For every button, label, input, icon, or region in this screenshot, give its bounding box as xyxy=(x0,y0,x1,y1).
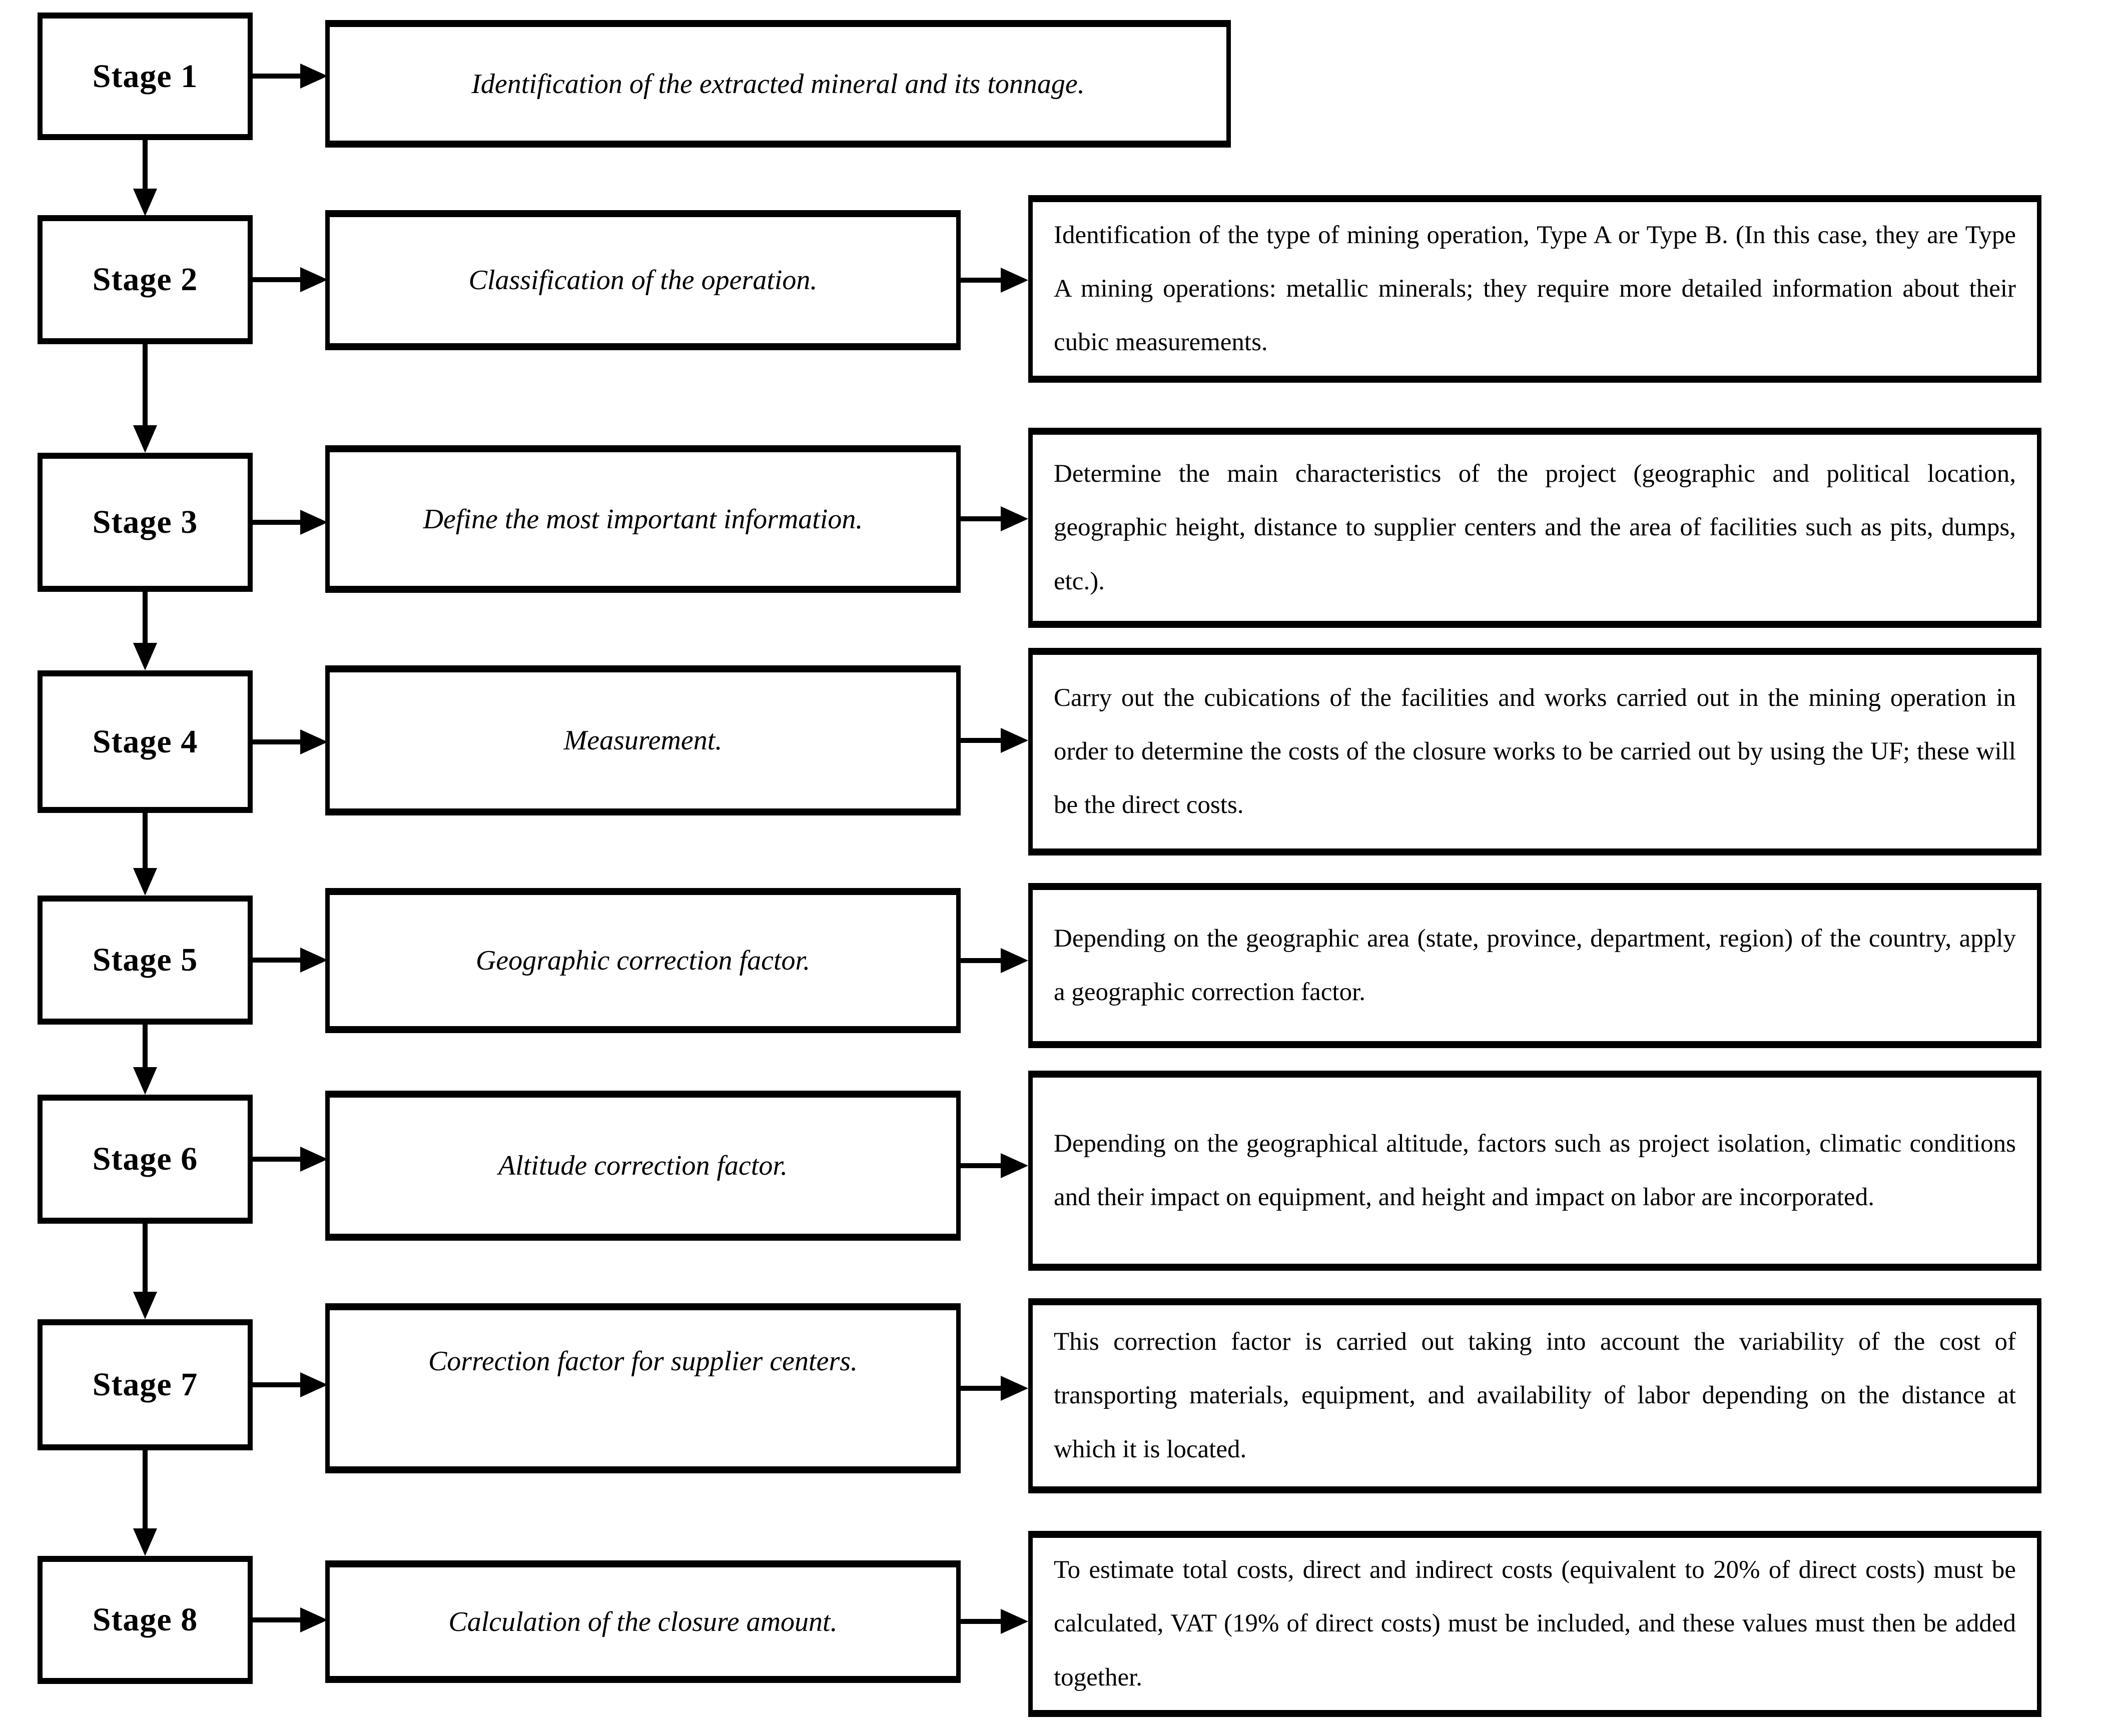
right-arrow-head-icon xyxy=(1001,948,1028,973)
right-arrow-head-icon xyxy=(1001,1376,1028,1401)
right-arrow-head-icon xyxy=(300,510,328,535)
right-arrow-shaft xyxy=(961,958,1003,963)
right-arrow-head-icon xyxy=(1001,506,1028,531)
right-arrow-shaft xyxy=(253,74,303,79)
down-arrow-shaft xyxy=(143,344,148,426)
stage-1-label: Stage 1 xyxy=(92,58,198,95)
stage-3-description-box: Determine the main characteristics of th… xyxy=(1028,428,2041,628)
right-arrow-shaft xyxy=(961,1163,1003,1168)
stage-4-description-box: Carry out the cubications of the facilit… xyxy=(1028,648,2041,855)
down-arrow-head-icon xyxy=(133,1528,157,1556)
stage-5-task-box: Geographic correction factor. xyxy=(325,888,961,1033)
stage-7-task-label: Correction factor for supplier centers. xyxy=(428,1346,858,1377)
stage-7-box: Stage 7 xyxy=(38,1319,253,1450)
stage-2-description: Identification of the type of mining ope… xyxy=(1054,221,2016,357)
down-arrow-head-icon xyxy=(133,868,157,896)
right-arrow-head-icon xyxy=(300,1147,328,1172)
down-arrow-head-icon xyxy=(133,425,157,453)
right-arrow-head-icon xyxy=(1001,1153,1028,1178)
down-arrow-head-icon xyxy=(133,189,157,216)
right-arrow-shaft xyxy=(961,278,1003,283)
stage-6-description-box: Depending on the geographical altitude, … xyxy=(1028,1071,2041,1271)
down-arrow-shaft xyxy=(143,592,148,644)
stage-2-task-label: Classification of the operation. xyxy=(468,265,818,296)
stage-5-task-label: Geographic correction factor. xyxy=(475,945,811,976)
stage-8-box: Stage 8 xyxy=(38,1556,253,1684)
down-arrow-shaft xyxy=(143,1224,148,1293)
right-arrow-shaft xyxy=(253,1617,303,1622)
stage-5-box: Stage 5 xyxy=(38,896,253,1025)
stage-3-description: Determine the main characteristics of th… xyxy=(1054,460,2016,595)
down-arrow-head-icon xyxy=(133,643,157,670)
right-arrow-head-icon xyxy=(300,948,328,973)
right-arrow-shaft xyxy=(253,739,303,744)
down-arrow-shaft xyxy=(143,1025,148,1068)
stage-5-description-box: Depending on the geographic area (state,… xyxy=(1028,883,2041,1048)
stage-4-task-box: Measurement. xyxy=(325,665,961,815)
right-arrow-head-icon xyxy=(300,64,328,89)
stage-8-description: To estimate total costs, direct and indi… xyxy=(1054,1556,2016,1691)
stage-6-task-box: Altitude correction factor. xyxy=(325,1091,961,1241)
stage-2-task-box: Classification of the operation. xyxy=(325,210,961,350)
stage-3-task-box: Define the most important information. xyxy=(325,445,961,593)
stage-5-label: Stage 5 xyxy=(92,942,198,978)
stage-4-label: Stage 4 xyxy=(92,723,198,760)
stage-5-description: Depending on the geographic area (state,… xyxy=(1054,924,2016,1006)
stage-2-label: Stage 2 xyxy=(92,261,198,298)
right-arrow-shaft xyxy=(961,1386,1003,1391)
stage-4-task-label: Measurement. xyxy=(563,725,723,756)
down-arrow-shaft xyxy=(143,1450,148,1529)
right-arrow-shaft xyxy=(253,1157,303,1162)
stage-8-task-label: Calculation of the closure amount. xyxy=(448,1606,838,1637)
right-arrow-shaft xyxy=(253,1382,303,1387)
stage-6-label: Stage 6 xyxy=(92,1141,198,1177)
stage-2-description-box: Identification of the type of mining ope… xyxy=(1028,195,2041,383)
stage-1-task-box: Identification of the extracted mineral … xyxy=(325,20,1231,148)
stage-7-label: Stage 7 xyxy=(92,1366,198,1403)
right-arrow-shaft xyxy=(253,520,303,525)
stage-1-task-label: Identification of the extracted mineral … xyxy=(471,68,1085,100)
down-arrow-head-icon xyxy=(133,1067,157,1095)
down-arrow-head-icon xyxy=(133,1292,157,1319)
stage-3-label: Stage 3 xyxy=(92,504,198,540)
right-arrow-head-icon xyxy=(300,1607,328,1632)
stage-8-label: Stage 8 xyxy=(92,1601,198,1638)
stage-1-box: Stage 1 xyxy=(38,13,253,140)
right-arrow-head-icon xyxy=(1001,728,1028,753)
right-arrow-head-icon xyxy=(300,729,328,754)
stage-4-description: Carry out the cubications of the facilit… xyxy=(1054,683,2016,819)
stage-2-box: Stage 2 xyxy=(38,215,253,344)
right-arrow-shaft xyxy=(961,516,1003,521)
right-arrow-shaft xyxy=(253,958,303,963)
right-arrow-head-icon xyxy=(300,1372,328,1397)
stage-3-task-label: Define the most important information. xyxy=(423,503,863,535)
stage-8-description-box: To estimate total costs, direct and indi… xyxy=(1028,1531,2041,1717)
right-arrow-shaft xyxy=(961,1619,1003,1624)
down-arrow-shaft xyxy=(143,140,148,190)
stage-4-box: Stage 4 xyxy=(38,670,253,813)
stage-6-description: Depending on the geographical altitude, … xyxy=(1054,1129,2016,1211)
right-arrow-shaft xyxy=(253,277,303,282)
stage-7-description-box: This correction factor is carried out ta… xyxy=(1028,1298,2041,1493)
stage-6-box: Stage 6 xyxy=(38,1095,253,1224)
stage-3-box: Stage 3 xyxy=(38,453,253,592)
right-arrow-shaft xyxy=(961,738,1003,743)
right-arrow-head-icon xyxy=(1001,1609,1028,1634)
stage-8-task-box: Calculation of the closure amount. xyxy=(325,1560,961,1683)
right-arrow-head-icon xyxy=(300,267,328,292)
stage-6-task-label: Altitude correction factor. xyxy=(498,1150,788,1181)
right-arrow-head-icon xyxy=(1001,268,1028,293)
down-arrow-shaft xyxy=(143,813,148,869)
stage-7-description: This correction factor is carried out ta… xyxy=(1054,1328,2016,1463)
stage-7-task-box: Correction factor for supplier centers. xyxy=(325,1303,961,1473)
